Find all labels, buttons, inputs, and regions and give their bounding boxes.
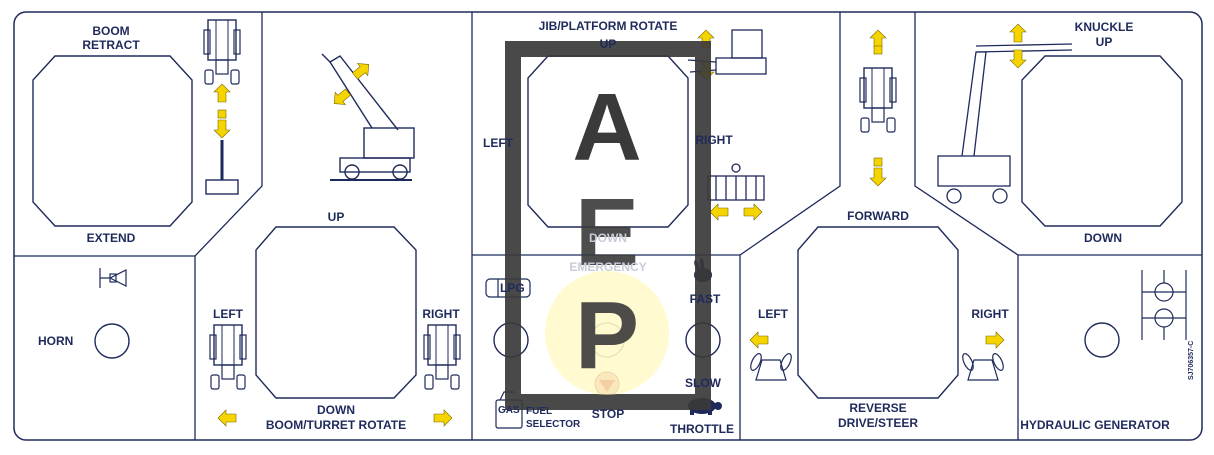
jib-down-label: DOWN (589, 231, 627, 245)
gas-label: GAS (498, 405, 520, 416)
boom-turret-rotate-label: BOOM/TURRET ROTATE (265, 418, 407, 432)
steer-right-icon (962, 331, 1005, 381)
selector-label: SELECTOR (526, 419, 581, 430)
octagon-drive (797, 226, 959, 399)
horn-button[interactable] (94, 323, 130, 359)
retract-label: RETRACT (82, 38, 140, 52)
throttle-label: THROTTLE (670, 422, 734, 436)
watermark-letter-p: P (575, 282, 639, 389)
steer-right-label: RIGHT (971, 307, 1009, 321)
jib-left-label: LEFT (483, 136, 513, 150)
boom-down-label: DOWN (317, 403, 355, 417)
emergency-label: EMERGENCY (569, 260, 647, 274)
hydraulic-generator-label: HYDRAULIC GENERATOR (1020, 418, 1170, 432)
hydraulic-schematic-icon (1141, 270, 1187, 340)
knuckle-up-label: UP (1095, 35, 1113, 49)
hydraulic-generator-switch[interactable] (1084, 322, 1120, 358)
extend-label: EXTEND (86, 231, 136, 245)
aep-watermark: A E P (505, 41, 711, 410)
reverse-label: REVERSE (849, 401, 907, 415)
knuckle-label: KNUCKLE (1074, 20, 1134, 34)
watermark-letter-a: A (572, 74, 641, 181)
stop-label: STOP (591, 407, 625, 421)
turret-right-label: RIGHT (422, 307, 460, 321)
jib-platform-rotate-label: JIB/PLATFORM ROTATE (538, 19, 678, 33)
fuel-label: FUEL (526, 406, 553, 417)
panel-border (13, 11, 1203, 441)
boom-up-label: UP (327, 210, 345, 224)
horn-icon (99, 268, 127, 288)
boom-label: BOOM (92, 24, 130, 38)
jib-right-label: RIGHT (695, 133, 733, 147)
platform-basket-icon (707, 163, 765, 221)
steer-left-icon (749, 331, 792, 381)
knuckle-machine-icon (937, 23, 1073, 204)
jib-up-label: UP (599, 37, 617, 51)
boom-lift-machine-icon (321, 53, 415, 181)
octagon-boom-telescope (32, 55, 193, 227)
fast-label: FAST (689, 292, 721, 306)
knuckle-down-label: DOWN (1084, 231, 1122, 245)
steer-left-label: LEFT (758, 307, 788, 321)
octagon-knuckle (1021, 55, 1183, 227)
watermark-letter-e: E (575, 179, 639, 286)
slow-label: SLOW (685, 376, 721, 390)
turret-left-label: LEFT (213, 307, 243, 321)
octagon-jib (527, 55, 689, 228)
horn-label: HORN (38, 334, 74, 348)
part-code: SJ706357-C (1188, 340, 1195, 380)
telescope-arrows-icon (205, 83, 239, 195)
drive-steer-label: DRIVE/STEER (837, 416, 919, 430)
octagon-boom-lift (255, 226, 417, 399)
lpg-label: LPG (500, 281, 525, 295)
forward-label: FORWARD (847, 209, 909, 223)
